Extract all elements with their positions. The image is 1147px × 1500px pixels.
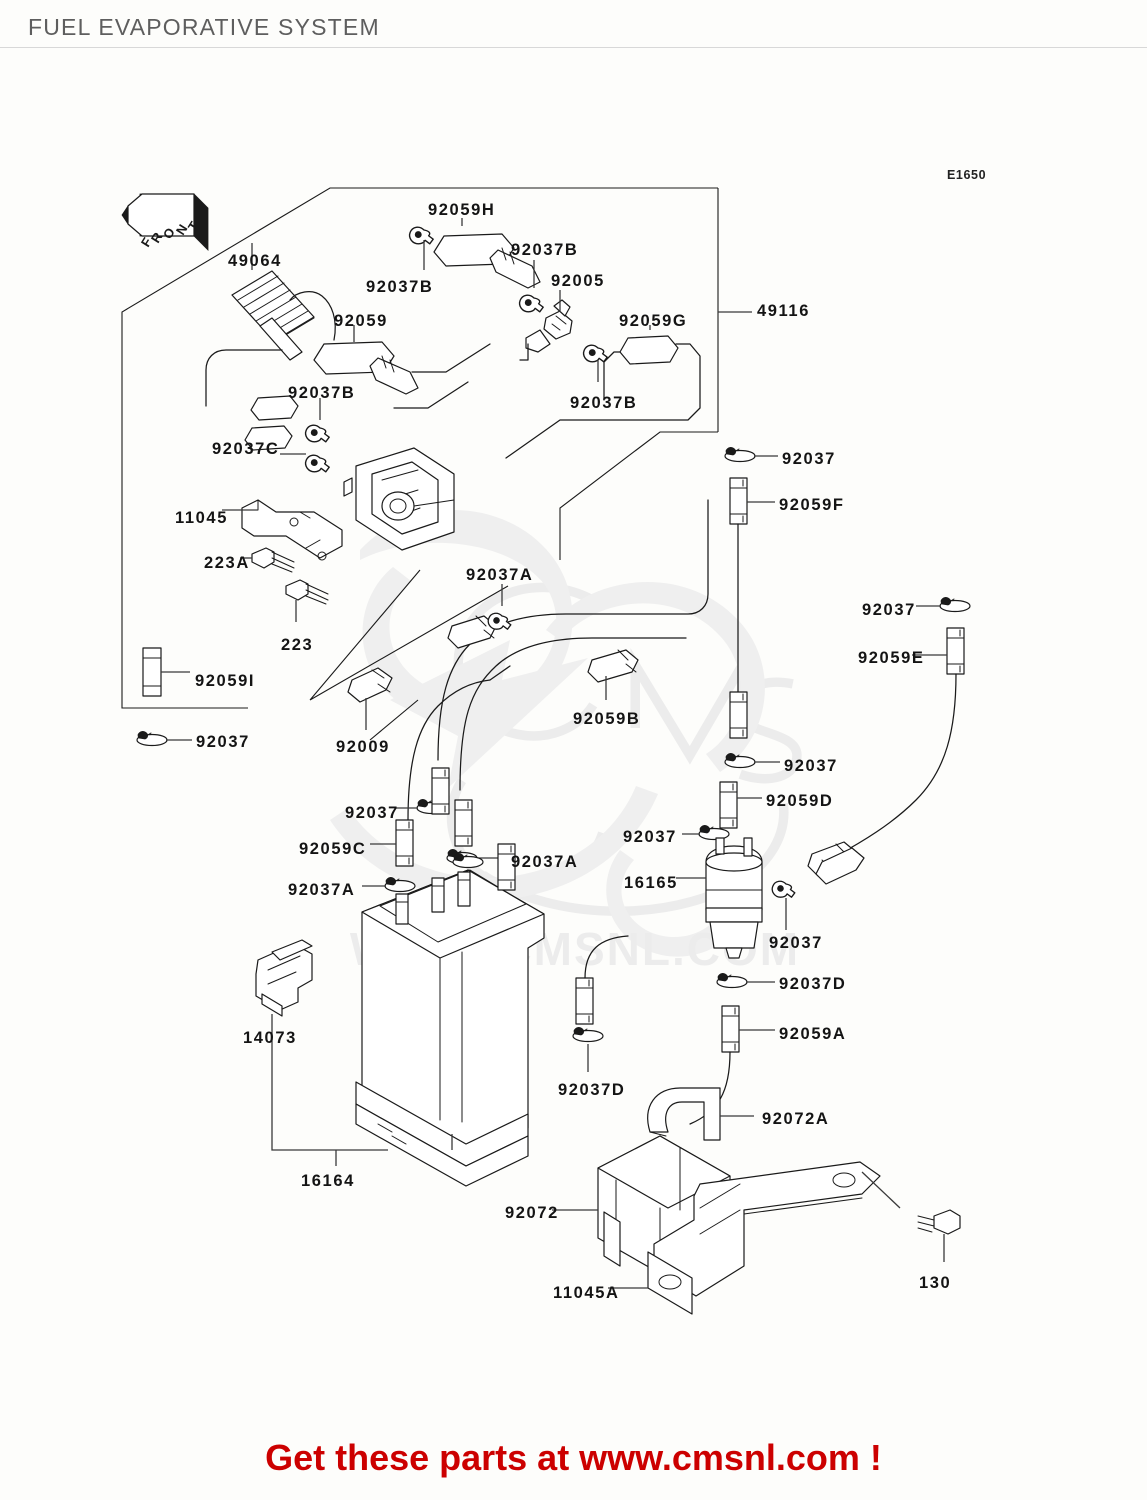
part-callout-92037b-3[interactable]: 92037B — [570, 394, 638, 412]
part-callout-11045[interactable]: 11045 — [175, 509, 228, 527]
part-callout-92037a-1[interactable]: 92037A — [466, 566, 534, 584]
part-callout-130[interactable]: 130 — [919, 1274, 952, 1292]
clip-92037B-3 — [582, 344, 608, 382]
pump-assembly — [343, 447, 455, 551]
part-callout-92037-l[interactable]: 92037 — [196, 733, 250, 751]
part-callout-92059a[interactable]: 92059A — [779, 1025, 847, 1043]
page-title: FUEL EVAPORATIVE SYSTEM — [28, 14, 380, 40]
group-boundary-49116 — [121, 187, 752, 709]
hose-to-filter — [815, 847, 865, 885]
valve-92005 — [519, 290, 573, 361]
clamp-92037-R2 — [724, 752, 780, 769]
clamp-92037D-1 — [716, 972, 775, 989]
part-callout-92009[interactable]: 92009 — [336, 738, 390, 756]
tube-92059D — [719, 781, 762, 829]
bracket-92072A — [647, 1087, 754, 1141]
part-callout-92037b-1[interactable]: 92037B — [366, 278, 434, 296]
tube-mid-b — [454, 799, 473, 847]
hose-92059H — [433, 218, 541, 289]
tube-92059C — [370, 819, 414, 867]
part-callout-92059c[interactable]: 92059C — [299, 840, 367, 858]
part-callout-92059f[interactable]: 92059F — [779, 496, 845, 514]
part-callout-92037d-2[interactable]: 92037D — [558, 1081, 626, 1099]
part-callout-92005[interactable]: 92005 — [551, 272, 605, 290]
part-callout-92059[interactable]: 92059 — [334, 312, 388, 330]
hose-92059 — [313, 325, 419, 395]
part-callout-11045a[interactable]: 11045A — [553, 1284, 620, 1302]
part-callout-92037-tr[interactable]: 92037 — [782, 450, 836, 468]
tube-92059E — [835, 627, 965, 857]
part-callout-223[interactable]: 223 — [281, 636, 314, 654]
bracket-11045A — [608, 1161, 901, 1315]
title-divider — [0, 47, 1147, 48]
part-callout-92059h[interactable]: 92059H — [428, 201, 496, 219]
footer-promo: Get these parts at www.cmsnl.com ! — [265, 1437, 882, 1478]
part-callout-14073[interactable]: 14073 — [243, 1029, 297, 1047]
clip-92037B-4 — [304, 398, 330, 443]
tube-92059A — [689, 1005, 775, 1125]
clamp-92037-TR — [724, 446, 778, 463]
clamp-92037-R1 — [916, 596, 971, 613]
bolt-130 — [917, 1209, 961, 1262]
clamp-92037-M — [396, 798, 448, 815]
bracket-11045 — [222, 499, 343, 561]
clamp-92037D-2 — [572, 1026, 604, 1072]
part-callout-92037c[interactable]: 92037C — [212, 440, 280, 458]
diagram-code: E1650 — [947, 168, 987, 182]
part-callout-223a[interactable]: 223A — [204, 554, 250, 572]
front-arrow-badge: F R O N T — [121, 193, 209, 251]
clip-92037A-1 — [487, 584, 512, 630]
part-callout-92037b-4[interactable]: 92037B — [288, 384, 356, 402]
part-callout-92072[interactable]: 92072 — [505, 1204, 559, 1222]
part-14073 — [255, 939, 388, 1151]
part-callout-92072a[interactable]: 92072A — [762, 1110, 830, 1128]
tube-92059I — [142, 647, 190, 697]
clamp-92037-R3 — [682, 824, 730, 841]
clip-92037C — [280, 453, 330, 473]
part-callout-16165[interactable]: 16165 — [624, 874, 678, 892]
part-callout-16164[interactable]: 16164 — [301, 1172, 355, 1190]
bolt-223A — [240, 547, 295, 573]
hose-92037B-pair — [244, 395, 299, 451]
clip-92037B-2 — [518, 260, 544, 313]
part-callout-92037b-2[interactable]: 92037B — [511, 241, 579, 259]
part-92009 — [347, 667, 393, 730]
part-callout-92037d-1[interactable]: 92037D — [779, 975, 847, 993]
part-callout-92059e[interactable]: 92059E — [858, 649, 925, 667]
clamp-92037-L — [136, 730, 192, 747]
canister-16164 — [335, 869, 545, 1187]
tube-92037D-2 — [575, 935, 629, 1025]
part-callout-92059d[interactable]: 92059D — [766, 792, 834, 810]
part-callout-92037-r2[interactable]: 92037 — [784, 757, 838, 775]
part-callout-92037-r3[interactable]: 92037 — [623, 828, 677, 846]
hose-92059B-left — [447, 615, 497, 649]
part-callout-49116[interactable]: 49116 — [757, 302, 810, 320]
clip-92037-R4 — [771, 880, 796, 930]
clip-92037B-1 — [408, 226, 434, 270]
tube-92059F-lower — [729, 691, 748, 739]
part-callout-92037a-3[interactable]: 92037A — [511, 853, 579, 871]
part-callout-92037a-2[interactable]: 92037A — [288, 881, 356, 899]
part-callout-92059g[interactable]: 92059G — [619, 312, 688, 330]
part-49064 — [231, 243, 315, 361]
part-callout-92037-m[interactable]: 92037 — [345, 804, 399, 822]
filter-16165 — [676, 837, 763, 959]
part-callout-49064[interactable]: 49064 — [228, 252, 282, 270]
hose-route-92059 — [205, 291, 701, 459]
part-callout-92037-r4[interactable]: 92037 — [769, 934, 823, 952]
part-callout-92037-r1[interactable]: 92037 — [862, 601, 916, 619]
tube-92059F — [729, 477, 775, 705]
clamp-92037A-2 — [362, 876, 416, 893]
group-divider — [309, 569, 509, 741]
bolt-223 — [285, 579, 329, 622]
hose-92059G — [619, 325, 679, 365]
part-callout-92059b[interactable]: 92059B — [573, 710, 641, 728]
hose-92059B — [587, 649, 639, 700]
part-callout-92059i[interactable]: 92059I — [195, 672, 256, 690]
tube-mid-a — [431, 767, 450, 815]
